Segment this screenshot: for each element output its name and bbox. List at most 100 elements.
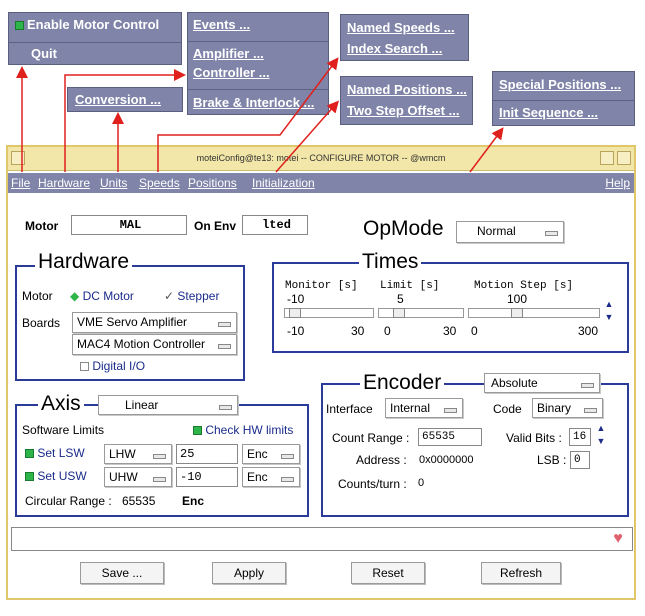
file-menu-panel: Enable Motor Control Quit [8,12,182,65]
menubar-initialization[interactable]: Initialization [252,176,315,190]
title-bar: moteiConfig@te13: motei -- CONFIGURE MOT… [8,147,634,171]
check-hw-limits-toggle[interactable]: Check HW limits [193,423,293,437]
usw-unit-select[interactable]: Enc [242,467,300,487]
circular-range-label: Circular Range : [25,494,112,508]
maximize-button[interactable] [617,151,631,165]
lsw-value-field[interactable]: 25 [176,444,238,464]
menubar-positions[interactable]: Positions [188,176,237,190]
axis-title: Axis [38,392,84,416]
hw-motor-label: Motor [22,289,53,303]
limit-max: 30 [443,324,457,338]
window-title: moteiConfig@te13: motei -- CONFIGURE MOT… [196,153,446,163]
motion-step-min: 0 [471,324,478,338]
menubar-file[interactable]: File [11,176,31,190]
boards-label: Boards [22,316,61,330]
set-usw-indicator-icon [25,472,34,481]
valid-bits-down-icon[interactable]: ▼ [596,436,606,446]
monitor-value: -10 [287,292,305,306]
menu-item-init-sequence[interactable]: Init Sequence ... [493,100,634,124]
message-area[interactable] [11,527,633,551]
monitor-min: -10 [287,324,305,338]
menubar-hardware[interactable]: Hardware [38,176,91,190]
software-limits-label: Software Limits [22,423,105,437]
motion-step-slider-thumb[interactable] [511,308,523,318]
menu-item-conversion[interactable]: Conversion ... [75,92,161,107]
stepper-radio[interactable]: ✓ Stepper [164,289,220,303]
digital-io-toggle[interactable]: Digital I/O [80,359,145,373]
menu-item-controller[interactable]: Controller ... [193,65,270,80]
opmode-select[interactable]: Normal [456,221,564,243]
menu-item-enable-motor-control[interactable]: Enable Motor Control [9,17,181,39]
encoder-frame [321,383,629,517]
times-spin-up-icon[interactable]: ▲ [604,299,614,309]
motion-step-value: 100 [507,292,528,306]
usw-select[interactable]: UHW [104,467,172,487]
apply-button[interactable]: Apply [212,562,286,584]
lsb-label: LSB : [537,453,567,467]
limit-slider-thumb[interactable] [393,308,405,318]
menubar-help[interactable]: Help [605,176,630,190]
limit-min: 0 [384,324,391,338]
board2-select[interactable]: MAC4 Motion Controller [72,334,237,355]
count-range-field[interactable]: 65535 [418,428,482,446]
onenv-field[interactable]: lted [242,215,308,235]
lsw-unit-select[interactable]: Enc [242,444,300,464]
menu-item-brake-interlock[interactable]: Brake & Interlock ... [188,89,328,114]
valid-bits-label: Valid Bits : [506,431,562,445]
menu-item-named-speeds[interactable]: Named Speeds ... [347,20,455,35]
set-lsw-toggle[interactable]: Set LSW [25,446,85,460]
counts-turn-value: 0 [418,477,425,489]
axis-type-select[interactable]: Linear [98,395,238,415]
motor-label: Motor [25,219,59,233]
motion-step-slider[interactable] [468,308,600,318]
hardware-menu-panel: Events ... Amplifier ... Controller ... … [187,12,329,115]
menu-item-amplifier[interactable]: Amplifier ... [188,41,328,65]
times-frame [272,262,629,353]
menu-bar: File Hardware Units Speeds Positions Ini… [8,173,634,193]
minimize-button[interactable] [600,151,614,165]
interface-select[interactable]: Internal [385,398,463,418]
monitor-slider[interactable] [284,308,374,318]
check-hw-limits-indicator-icon [193,426,202,435]
times-title: Times [359,250,422,274]
code-label: Code [493,402,522,416]
refresh-button[interactable]: Refresh [481,562,561,584]
monitor-slider-thumb[interactable] [289,308,301,318]
motion-step-max: 300 [578,324,599,338]
save-button[interactable]: Save ... [80,562,164,584]
menu-item-index-search[interactable]: Index Search ... [347,41,443,56]
valid-bits-field[interactable]: 16 [569,428,591,446]
menubar-units[interactable]: Units [100,176,128,190]
reset-button[interactable]: Reset [351,562,425,584]
check-unselected-icon: ✓ [164,289,175,303]
times-spin-down-icon[interactable]: ▼ [604,312,614,322]
menu-item-events[interactable]: Events ... [193,17,251,32]
encoder-type-select[interactable]: Absolute [484,373,600,393]
init-menu-panel: Special Positions ... Init Sequence ... [492,71,635,126]
valid-bits-up-icon[interactable]: ▲ [596,423,606,433]
menubar-speeds[interactable]: Speeds [139,176,180,190]
diamond-selected-icon: ◆ [70,289,80,303]
lsb-field[interactable]: 0 [570,451,590,469]
board1-select[interactable]: VME Servo Amplifier [72,312,237,333]
usw-value-field[interactable]: -10 [176,467,238,487]
dc-motor-radio[interactable]: ◆ DC Motor [70,289,134,303]
interface-label: Interface [326,402,373,416]
motor-field[interactable]: MAL [71,215,187,235]
menu-item-named-positions[interactable]: Named Positions ... [347,82,467,97]
menu-item-two-step-offset[interactable]: Two Step Offset ... [347,103,460,118]
code-select[interactable]: Binary [532,398,603,418]
set-usw-toggle[interactable]: Set USW [25,469,87,483]
address-label: Address : [356,453,407,467]
heart-icon[interactable]: ♥ [613,530,623,547]
menu-item-special-positions[interactable]: Special Positions ... [499,77,622,92]
digital-io-checkbox-icon [80,362,89,371]
encoder-title: Encoder [360,371,445,395]
limit-value: 5 [397,292,404,306]
enable-indicator-icon [15,21,24,30]
menu-item-quit[interactable]: Quit [9,42,181,64]
counts-turn-label: Counts/turn : [338,477,407,491]
set-lsw-indicator-icon [25,449,34,458]
limit-slider[interactable] [378,308,464,318]
lsw-select[interactable]: LHW [104,444,172,464]
